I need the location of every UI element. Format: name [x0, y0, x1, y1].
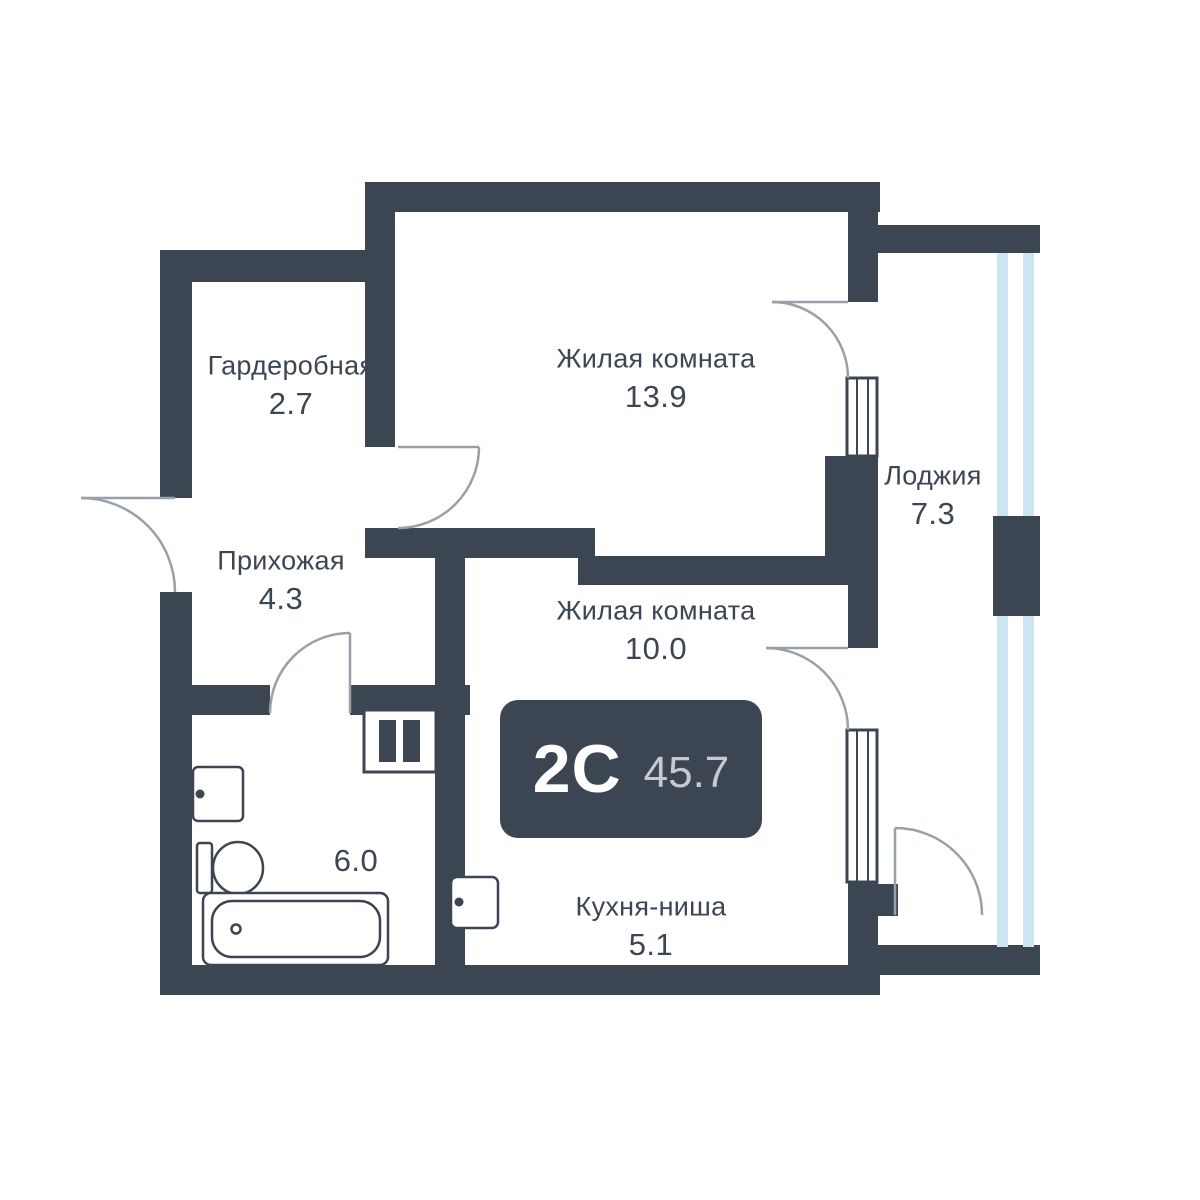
- vent-shaft-icon: [362, 708, 438, 774]
- glazing-pier: [993, 516, 1040, 616]
- room-area-loggia: 7.3: [910, 496, 956, 531]
- bath-sink-icon: [191, 765, 245, 823]
- door-arc-icon: [893, 826, 984, 916]
- door-arc-icon: [765, 646, 850, 731]
- wall-left-lower: [160, 592, 192, 995]
- door-arc-icon: [771, 300, 850, 379]
- wall-wardrobe-top: [160, 250, 380, 282]
- wall-left-upper: [160, 250, 192, 498]
- room-area-living-1: 13.9: [624, 379, 688, 414]
- room-area-hallway: 4.3: [258, 581, 304, 616]
- apartment-badge: 2С 45.7: [500, 700, 762, 838]
- room-label-living-1: Жилая комната: [556, 343, 756, 374]
- room-label-living-2: Жилая комната: [556, 595, 756, 626]
- door-arc-icon: [397, 445, 481, 530]
- door-arc-icon: [268, 631, 352, 714]
- wall-right-pier: [825, 456, 878, 556]
- wall-loggia-stub: [878, 884, 898, 916]
- room-area-bathroom: 6.0: [333, 843, 379, 878]
- wall-right-upper: [848, 212, 878, 302]
- layout-code: 2С: [532, 731, 622, 807]
- wall-loggia-bottom: [878, 945, 1040, 975]
- room-area-kitchen: 5.1: [628, 927, 674, 962]
- wall-wardrobe-living: [365, 182, 395, 447]
- kitchen-sink-icon: [449, 875, 500, 930]
- wall-loggia-top: [878, 225, 1040, 253]
- entrance-door-arc-icon: [80, 496, 177, 593]
- wall-top: [365, 182, 880, 212]
- wall-mid-right: [578, 556, 848, 585]
- wall-mid-left: [365, 528, 595, 558]
- room-label-kitchen: Кухня-ниша: [575, 891, 727, 922]
- room-area-wardrobe: 2.7: [268, 386, 314, 421]
- room-label-wardrobe: Гардеробная: [207, 350, 375, 381]
- window-icon: [845, 376, 879, 458]
- room-label-loggia: Лоджия: [884, 460, 982, 491]
- loggia-glazing-icon: [993, 253, 1040, 947]
- room-area-living-2: 10.0: [624, 631, 688, 666]
- wall-bottom: [160, 965, 880, 995]
- wall-right-mid: [848, 556, 878, 648]
- wall-bathroom-top-left: [160, 685, 270, 715]
- room-label-hallway: Прихожая: [217, 545, 345, 576]
- wall-right-lower: [848, 882, 878, 965]
- total-area: 45.7: [643, 748, 730, 797]
- toilet-icon: [195, 840, 265, 896]
- window-icon: [845, 728, 879, 884]
- bathtub-icon: [201, 891, 390, 967]
